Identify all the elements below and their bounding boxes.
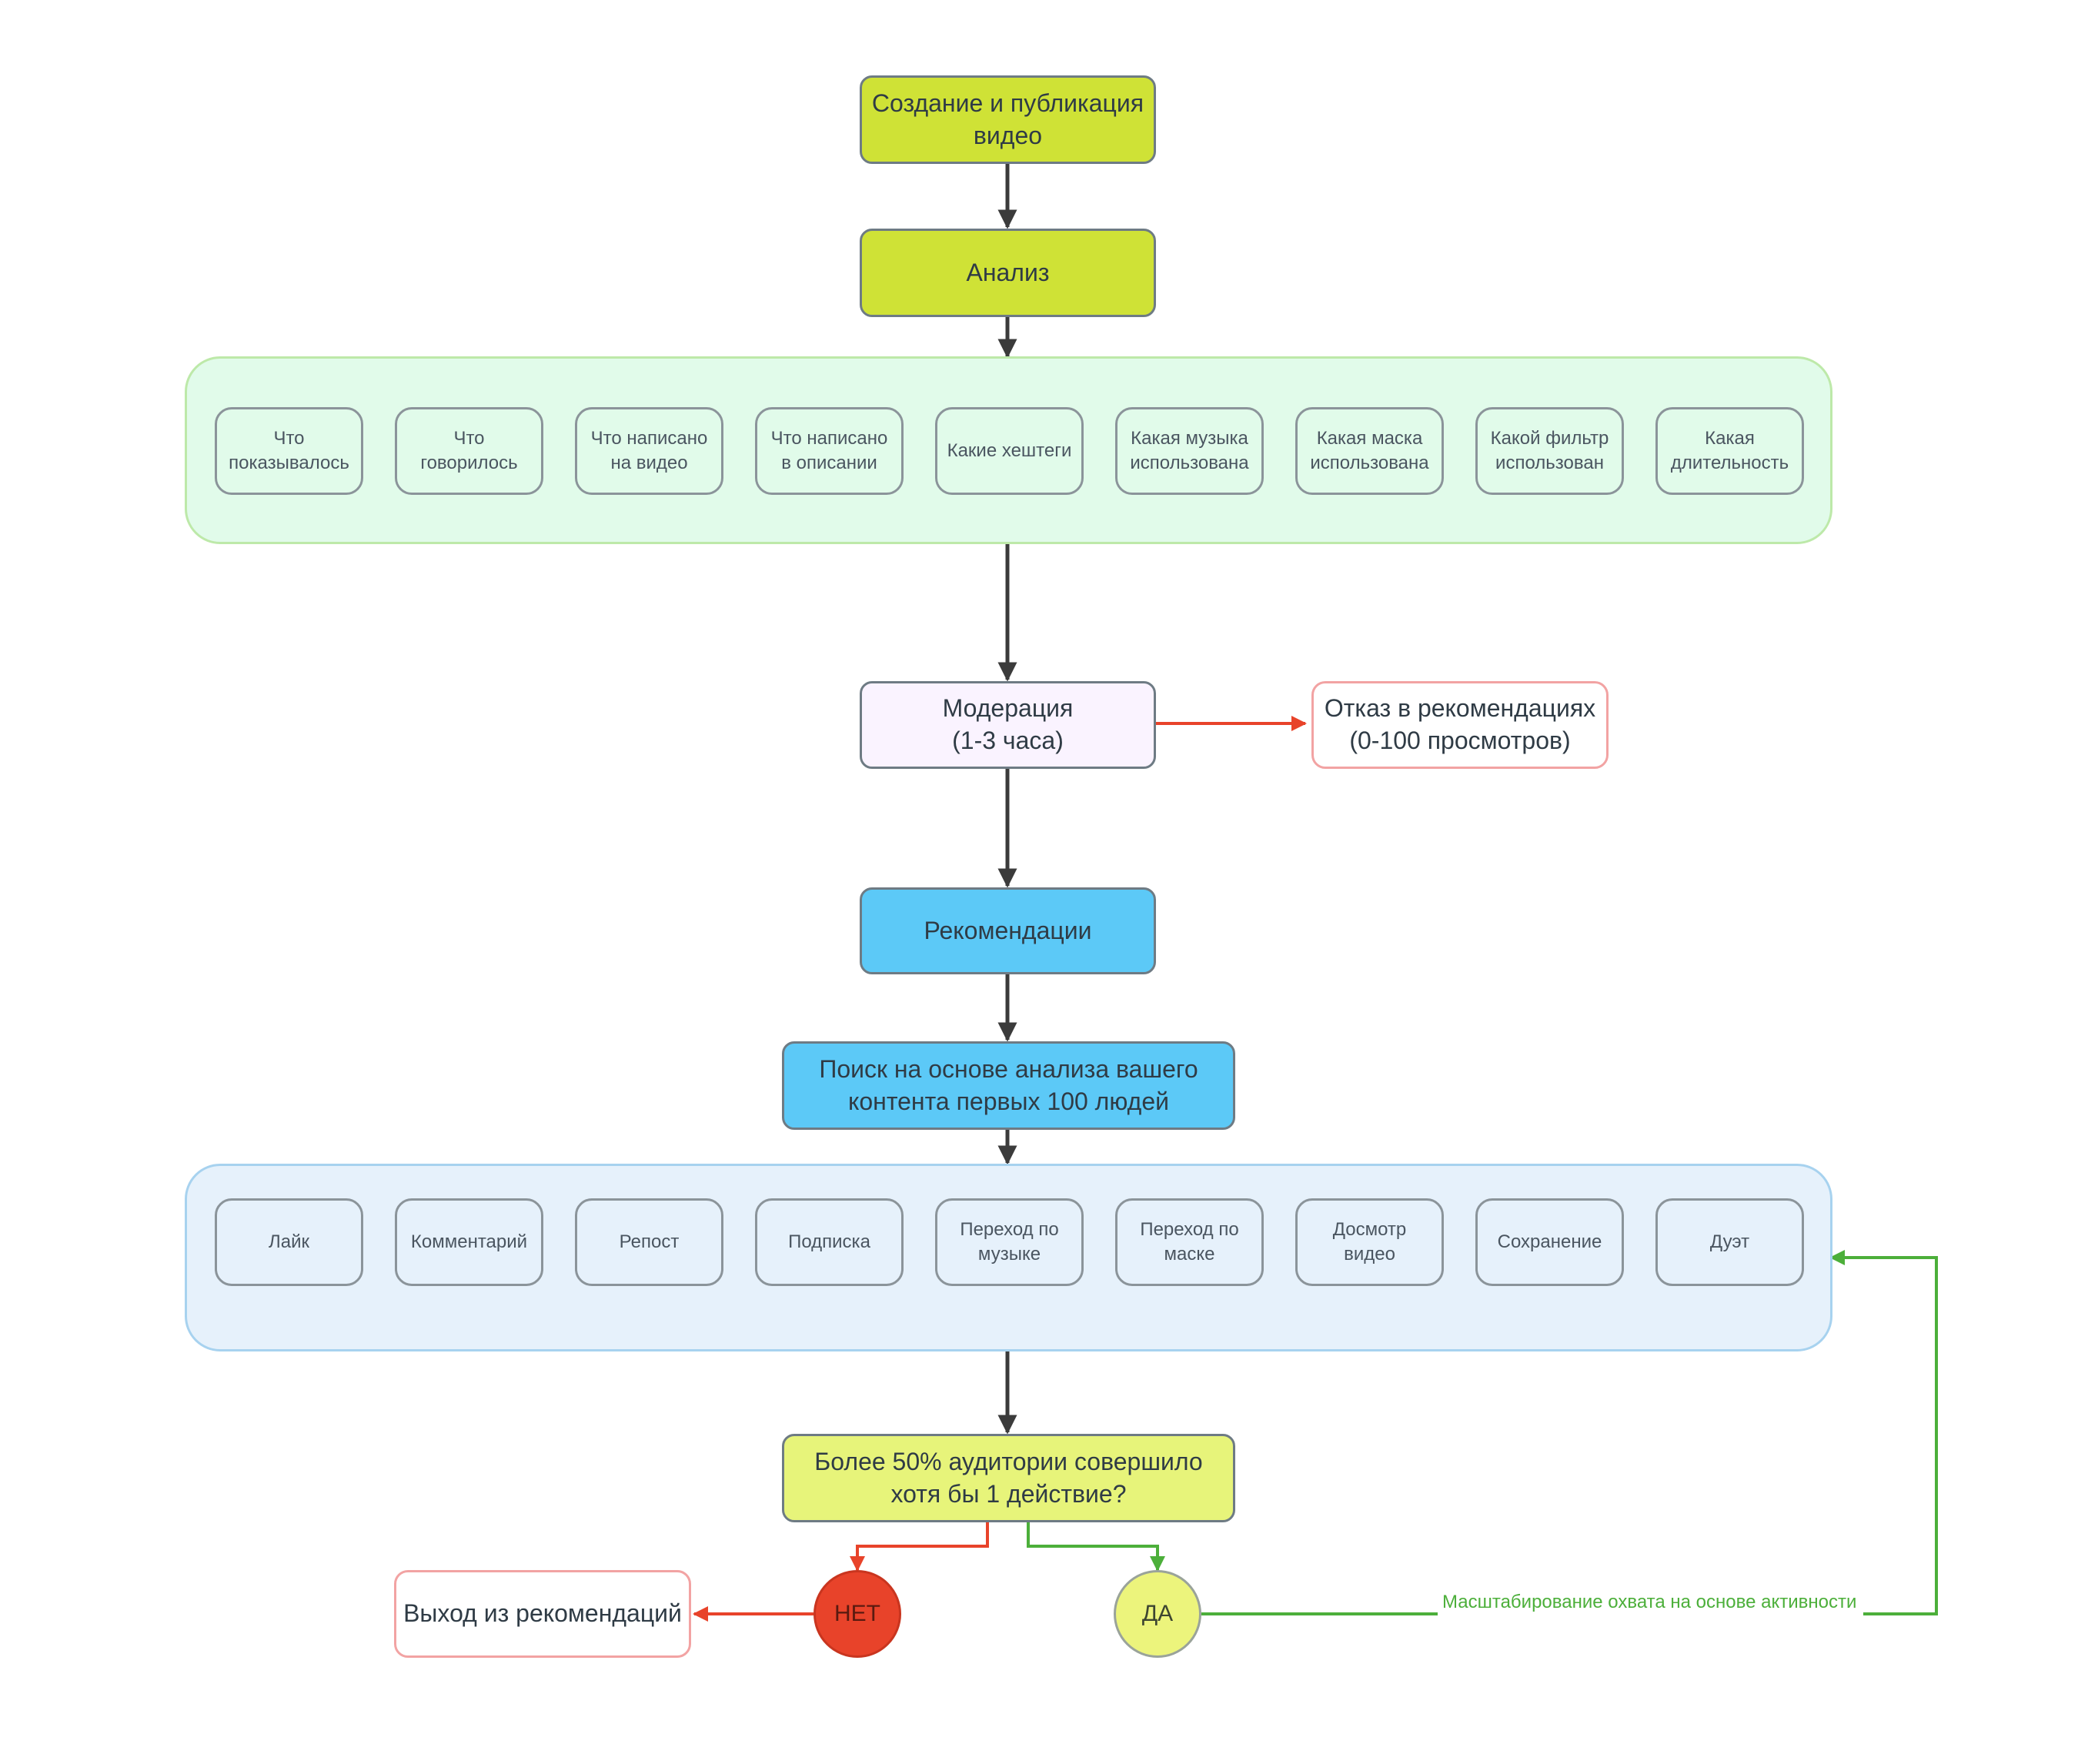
user-actions-group — [185, 1164, 1832, 1351]
analysis-item: Что написано на видео — [575, 407, 723, 495]
action-item: Переход по маске — [1115, 1198, 1264, 1286]
analysis-item: Какие хештеги — [935, 407, 1084, 495]
yes-decision-circle: ДА — [1114, 1570, 1201, 1658]
action-item: Сохранение — [1475, 1198, 1624, 1286]
analysis-criteria-group — [185, 356, 1832, 544]
analysis-item: Что написано в описании — [755, 407, 904, 495]
arrow-question-to-yes — [1027, 1521, 1165, 1572]
moderation-node: Модерация (1-3 часа) — [860, 681, 1156, 769]
analysis-item: Что показывалось — [215, 407, 363, 495]
analysis-item: Что говорилось — [395, 407, 543, 495]
action-item: Досмотр видео — [1295, 1198, 1444, 1286]
action-item: Лайк — [215, 1198, 363, 1286]
analysis-item: Какая длительность — [1655, 407, 1804, 495]
analysis-item: Какая маска использована — [1295, 407, 1444, 495]
action-item: Переход по музыке — [935, 1198, 1084, 1286]
audience-question-node: Более 50% аудитории совершило хотя бы 1 … — [782, 1434, 1235, 1522]
green-arrows — [1027, 1250, 1938, 1615]
reject-recommendations-node: Отказ в рекомендациях (0-100 просмотров) — [1311, 681, 1609, 769]
action-item: Репост — [575, 1198, 723, 1286]
analysis-item: Какой фильтр использован — [1475, 407, 1624, 495]
scale-reach-label: Масштабирование охвата на основе активно… — [1442, 1592, 1857, 1612]
no-decision-circle: НЕТ — [813, 1570, 901, 1658]
create-publish-node: Создание и публикация видео — [860, 75, 1156, 164]
analysis-node: Анализ — [860, 229, 1156, 317]
arrow-loop-back — [1829, 1250, 1938, 1615]
action-item: Подписка — [755, 1198, 904, 1286]
recommendations-node: Рекомендации — [860, 887, 1156, 974]
search-node: Поиск на основе анализа вашего контента … — [782, 1041, 1235, 1130]
analysis-item: Какая музыка использована — [1115, 407, 1264, 495]
red-arrows — [693, 716, 1307, 1622]
action-item: Дуэт — [1655, 1198, 1804, 1286]
arrow-question-to-no — [850, 1521, 989, 1572]
action-item: Комментарий — [395, 1198, 543, 1286]
exit-recommendations-node: Выход из рекомендаций — [394, 1570, 691, 1658]
